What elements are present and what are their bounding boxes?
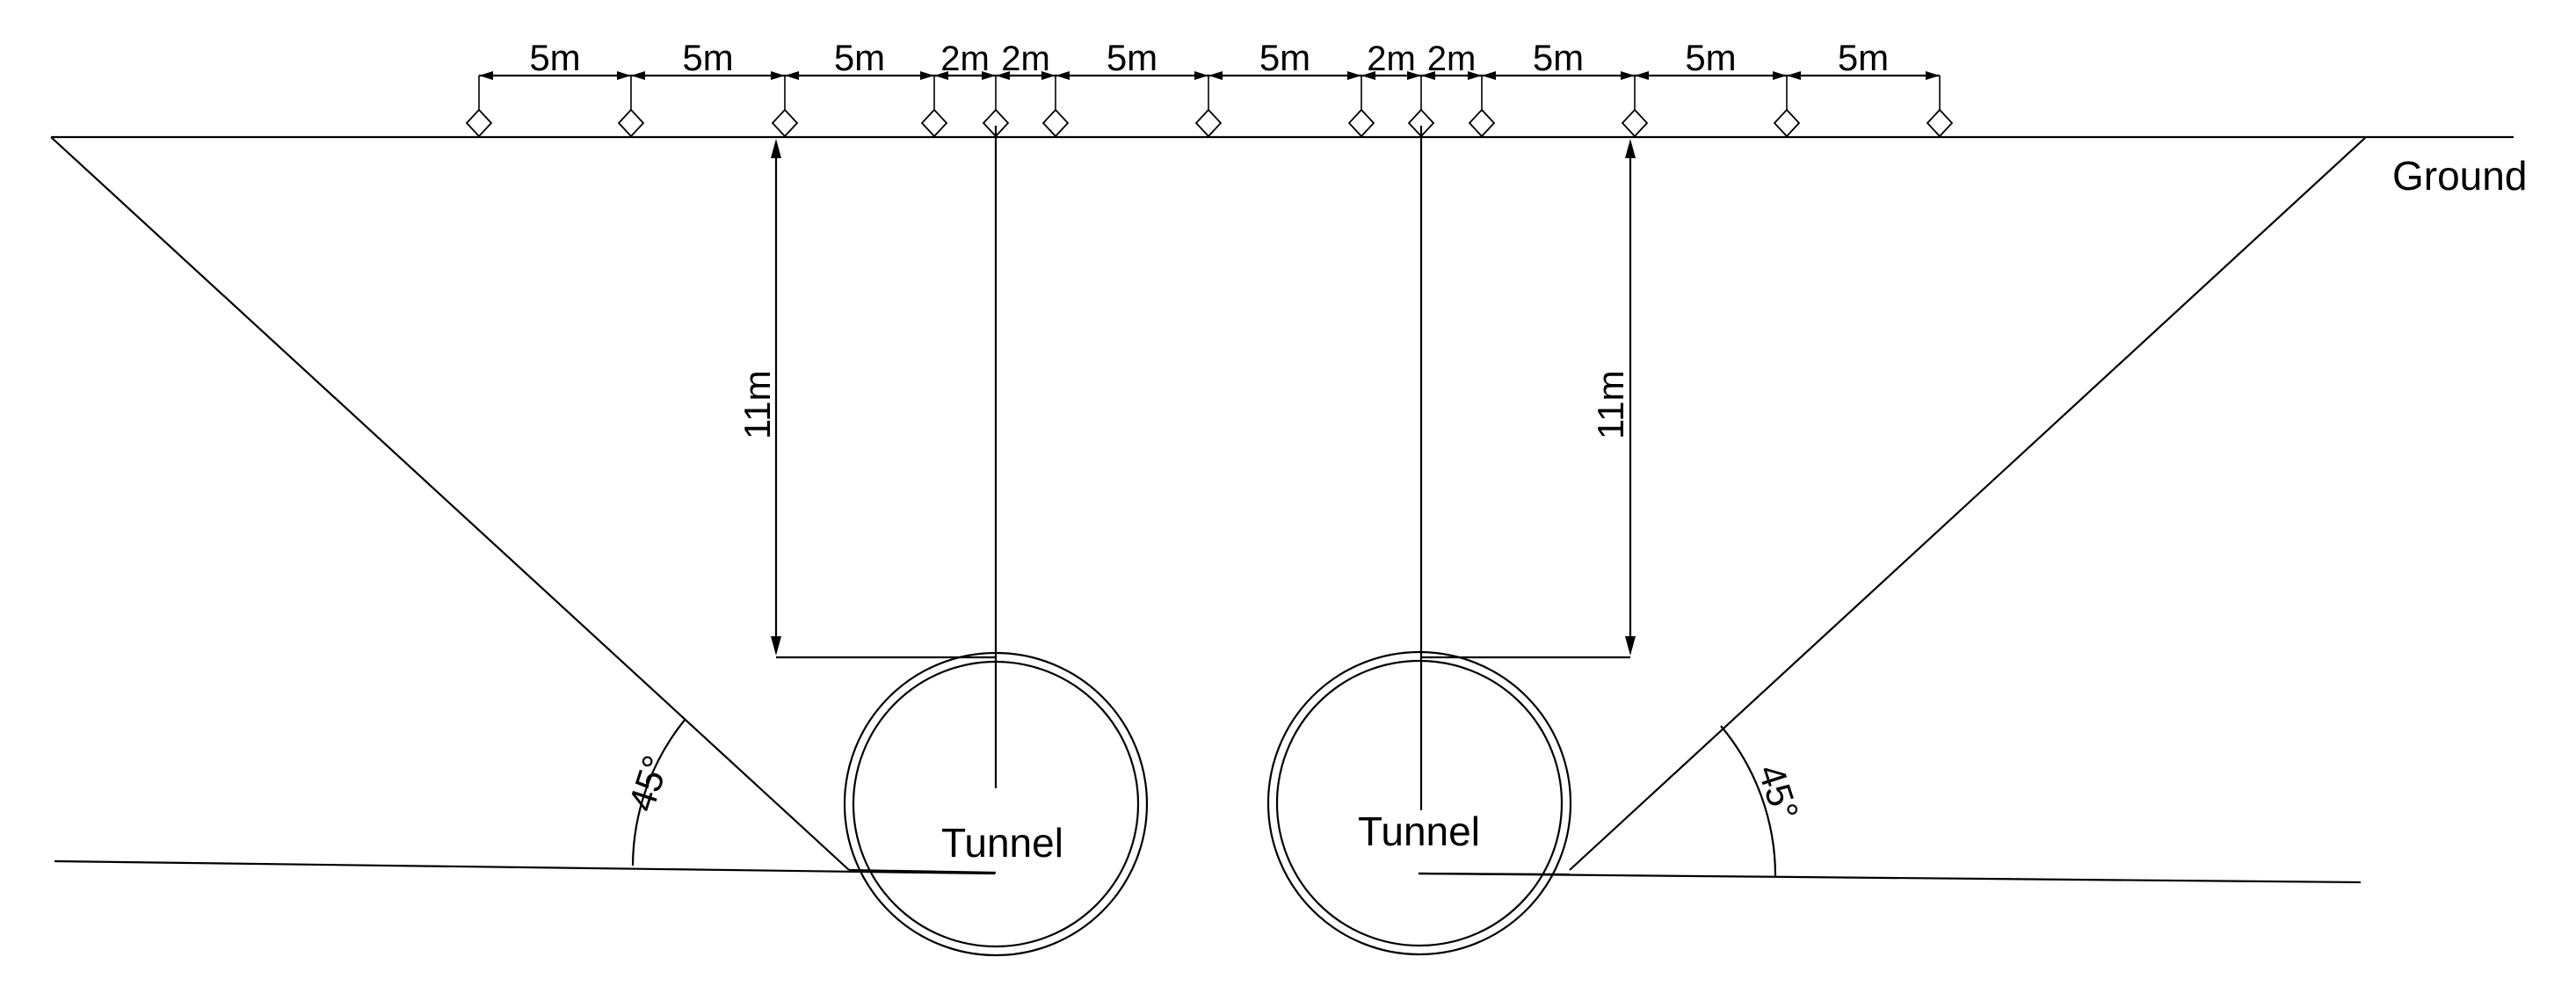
settlement-marker (1194, 108, 1223, 138)
right-angle-label: 45° (1750, 759, 1806, 825)
dimension-arrow (1468, 71, 1482, 80)
left-angle-arc (631, 718, 686, 866)
dimension-arrow (1347, 71, 1361, 80)
right-influence-line (1569, 136, 2367, 871)
dimension-arrow (1407, 71, 1421, 80)
dimension-arrow (785, 71, 799, 80)
dimension-arrow (1208, 71, 1223, 80)
right-tunnel-outer (1266, 650, 1572, 956)
dimension-arrow (1635, 71, 1649, 80)
dimension-arrow (996, 71, 1010, 80)
spacing-label: 2m (940, 40, 990, 78)
left-depth-dimension: 11m (737, 139, 996, 659)
settlement-marker (1926, 108, 1954, 138)
dimension-arrow (982, 71, 996, 80)
dimension-arrow (1056, 71, 1070, 80)
settlement-marker (771, 108, 799, 138)
left-tunnel-springline (848, 868, 997, 874)
spacing-label: 5m (682, 37, 733, 78)
right-depth-dimension: 11m (1421, 139, 1636, 659)
spacing-label: 5m (1107, 37, 1157, 78)
left-tunnel: Tunnel (843, 126, 1149, 957)
dimension-arrow (631, 71, 645, 80)
spacing-label: 5m (1838, 37, 1889, 78)
dimension-arrow (1194, 71, 1208, 80)
spacing-label: 5m (834, 37, 885, 78)
spacing-label: 2m (1001, 40, 1050, 78)
spacing-label: 5m (1533, 37, 1584, 78)
dimension-arrow (479, 71, 493, 80)
left-depth-label: 11m (737, 370, 778, 439)
spacing-label: 2m (1367, 40, 1416, 78)
settlement-marker (1621, 108, 1649, 138)
right-tunnel-label: Tunnel (1358, 808, 1480, 854)
dimension-arrow (1482, 71, 1496, 80)
spacing-label: 5m (1259, 37, 1310, 78)
settlement-marker (465, 108, 493, 138)
settlement-marker (920, 108, 948, 138)
dimension-arrow (934, 71, 948, 80)
ground-label: Ground (2392, 153, 2527, 199)
spacing-label: 2m (1427, 40, 1477, 78)
right-base-line (1418, 872, 2362, 884)
spacing-label: 5m (1685, 37, 1736, 78)
right-tunnel-inner (1275, 659, 1564, 947)
left-angle-label: 45° (620, 750, 677, 816)
dimension-arrow (1421, 71, 1435, 80)
dimension-arrow (617, 71, 631, 80)
right-angle-arc (1720, 725, 1777, 878)
settlement-marker (617, 108, 645, 138)
dimension-arrow (1621, 71, 1635, 80)
spacing-dimensions: 5m 5m 5m 2m 2m 5m 5m 2m 2m 5m 5m 5m (479, 37, 1940, 80)
dimension-arrow (1041, 71, 1056, 80)
left-tunnel-label: Tunnel (941, 820, 1063, 866)
dimension-arrow (771, 71, 785, 80)
settlement-markers (465, 76, 1954, 138)
right-depth-label: 11m (1590, 370, 1631, 439)
settlement-marker (1468, 108, 1496, 138)
dimension-arrow (920, 71, 934, 80)
right-tunnel: Tunnel (1266, 126, 1572, 956)
dimension-arrow (1361, 71, 1375, 80)
settlement-marker (1773, 108, 1801, 138)
left-base-line (54, 859, 996, 875)
dimension-arrow (1773, 71, 1787, 80)
dimension-arrow (1926, 71, 1940, 80)
dimension-arrow (1787, 71, 1801, 80)
settlement-marker (1347, 108, 1375, 138)
settlement-marker (1041, 108, 1070, 138)
spacing-label: 5m (529, 37, 580, 78)
left-influence-line (50, 136, 850, 871)
